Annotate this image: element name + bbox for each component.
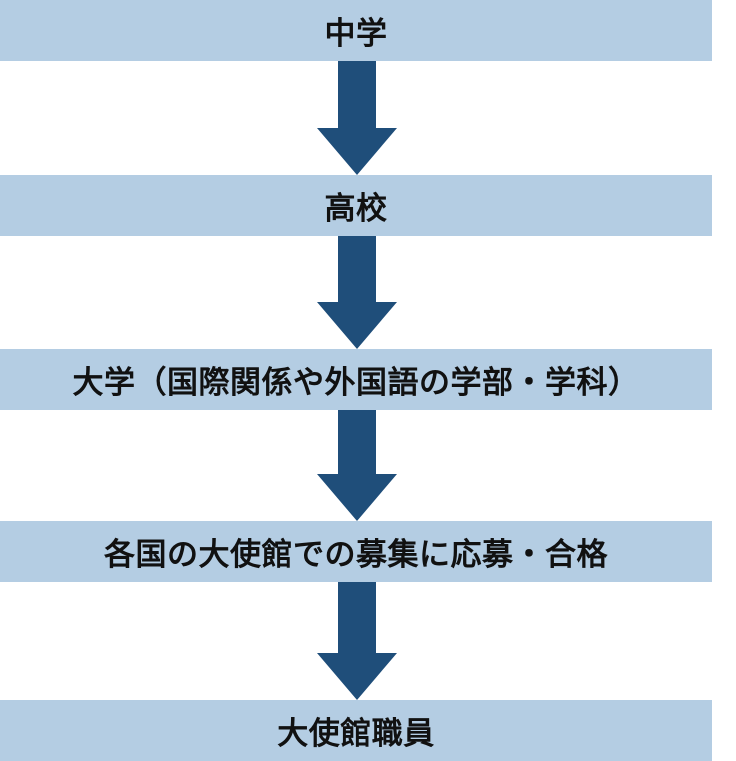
down-arrow-icon <box>317 582 397 700</box>
step-label: 高校 <box>324 191 388 227</box>
step-box-embassy-application: 各国の大使館での募集に応募・合格 <box>0 521 712 582</box>
step-label: 各国の大使館での募集に応募・合格 <box>104 537 608 573</box>
step-label: 大使館職員 <box>277 716 435 752</box>
step-label: 大学（国際関係や外国語の学部・学科） <box>72 365 640 401</box>
down-arrow-icon <box>317 236 397 349</box>
step-box-high-school: 高校 <box>0 175 712 236</box>
step-box-embassy-staff: 大使館職員 <box>0 700 712 761</box>
step-box-university: 大学（国際関係や外国語の学部・学科） <box>0 349 712 410</box>
step-box-junior-high: 中学 <box>0 0 712 61</box>
down-arrow-icon <box>317 61 397 175</box>
down-arrow-icon <box>317 410 397 521</box>
step-label: 中学 <box>324 16 388 52</box>
